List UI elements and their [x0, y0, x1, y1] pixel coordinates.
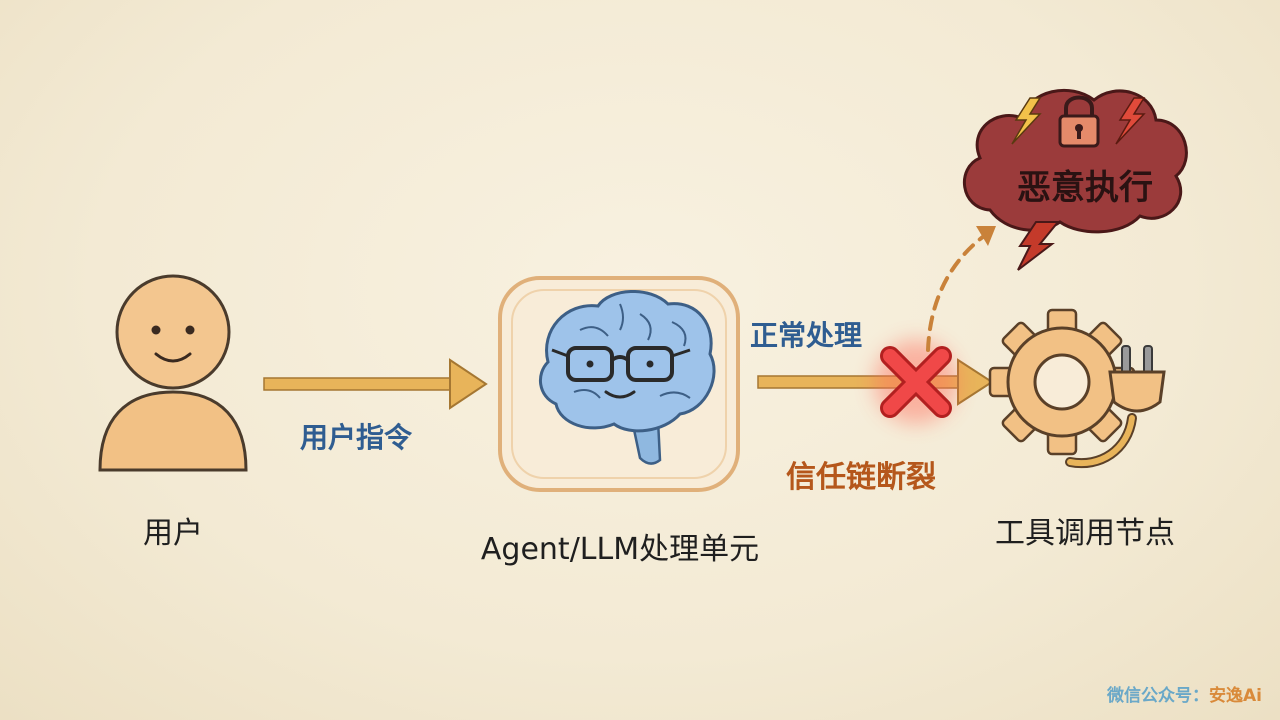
brain-icon [539, 290, 716, 465]
watermark-name: 安逸Ai [1209, 686, 1262, 706]
hijack-dashed-arrow [926, 226, 996, 352]
lightning-left-icon [1011, 97, 1042, 145]
tool-node-label: 工具调用节点 [995, 516, 1175, 551]
malicious-execution-label: 恶意执行 [1017, 168, 1153, 208]
normal-processing-label: 正常处理 [750, 319, 863, 352]
lightning-right-icon [1115, 97, 1146, 145]
user-to-agent-arrow [263, 358, 488, 410]
trust-break-cross-icon [874, 340, 958, 424]
plug-icon [1065, 345, 1166, 469]
watermark-prefix: 微信公众号： [1107, 686, 1210, 706]
user-person-icon [98, 274, 248, 472]
user-instruction-label: 用户指令 [300, 421, 413, 454]
watermark: 微信公众号：安逸Ai [1107, 681, 1262, 706]
trust-chain-broken-label: 信任链断裂 [786, 460, 936, 495]
user-label: 用户 [143, 516, 203, 551]
agent-label: Agent/LLM处理单元 [480, 532, 760, 567]
lock-icon [1058, 95, 1100, 148]
gear-icon [988, 308, 1136, 456]
